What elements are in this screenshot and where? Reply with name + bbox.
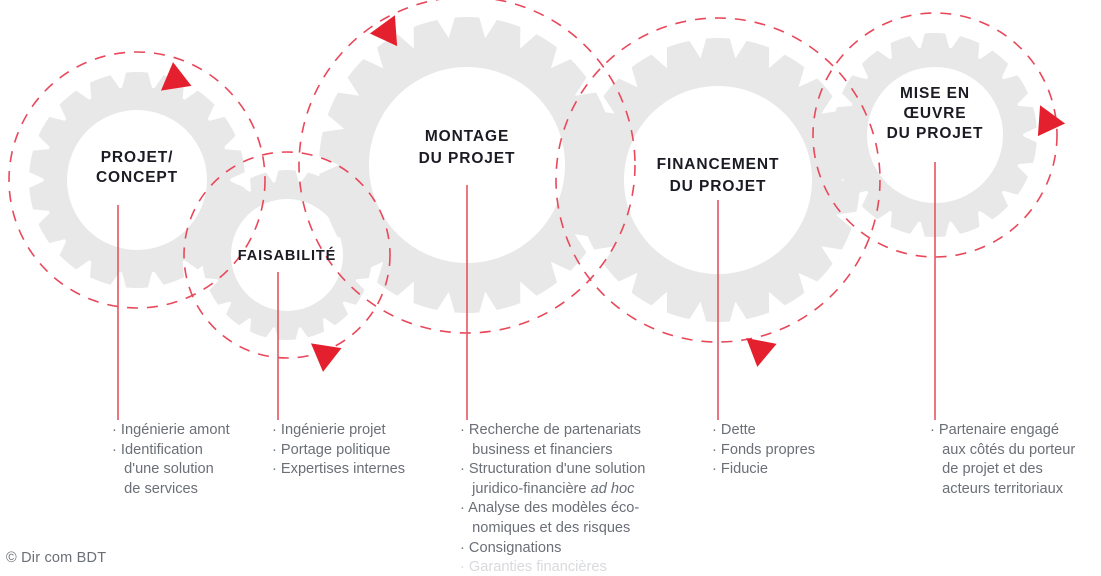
bullet-line: nomiques et des risques (460, 519, 631, 536)
bullet-line: business et financiers (460, 441, 613, 458)
gear-hub (231, 199, 343, 311)
bullet-line: · Ingénierie amont (112, 422, 230, 438)
bullet-list-projet-concept: · Ingénierie amont · Identification d'une… (112, 421, 262, 499)
gear-label-projet-concept: CONCEPT (96, 169, 178, 186)
gear-faisabilite (202, 170, 372, 340)
gear-label-montage-du-projet: DU PROJET (419, 150, 516, 167)
bullet-line: de projet et des (930, 461, 1043, 478)
gear-hub (369, 67, 565, 263)
bullet-line: · Recherche de partenariats (460, 422, 641, 438)
gear-hub (867, 67, 1003, 203)
bullet-line: · Structuration d'une solution (460, 461, 646, 478)
gear-label-mise-en-oeuvre-du-projet: DU PROJET (887, 125, 984, 142)
bullet-line: aux côtés du porteur (930, 441, 1076, 458)
gear-label-mise-en-oeuvre-du-projet: MISE EN (900, 85, 970, 102)
gear-label-mise-en-oeuvre-du-projet: ŒUVRE (903, 105, 966, 122)
dashed-flow-circle-mise-en-oeuvre-du-projet (812, 12, 1058, 258)
bullet-list-financement-du-projet: · Dette · Fonds propres · Fiducie (712, 421, 882, 480)
bullet-line: de services (112, 480, 198, 497)
bullet-line: · Ingénierie projet (272, 422, 386, 438)
bullet-line: · Identification (112, 441, 203, 458)
bullet-line: · Garanties financières (460, 559, 607, 576)
flow-arrowheads-layer (160, 15, 1066, 372)
bullet-list-faisabilite: · Ingénierie projet · Portage politique · … (272, 421, 432, 480)
bullet-line: · Fiducie (712, 461, 768, 478)
bullet-list-montage-du-projet: · Recherche de partenariats business et … (460, 421, 680, 576)
gear-hub (67, 110, 207, 250)
gear-mise-en-oeuvre-du-projet (833, 32, 1037, 238)
gear-label-montage-du-projet: MONTAGE (425, 128, 509, 145)
flow-arrowhead-montage-du-projet (369, 15, 398, 47)
bullet-line: · Partenaire engagé (930, 422, 1059, 438)
bullet-line: · Expertises internes (272, 461, 406, 478)
dashed-flow-circle-faisabilite (183, 151, 391, 359)
flow-arrowhead-projet-concept (160, 62, 192, 91)
bullet-line: · Consignations (460, 539, 562, 556)
bullet-line: · Portage politique (272, 441, 391, 458)
bullet-line: · Analyse des modèles éco- (460, 500, 640, 517)
flow-arrowhead-faisabilite (310, 343, 342, 372)
bullet-line: · Dette (712, 422, 756, 438)
flow-arrowhead-mise-en-oeuvre-du-projet (1037, 105, 1066, 137)
gear-financement-du-projet (576, 38, 860, 322)
gear-label-faisabilite: FAISABILITÉ (238, 247, 337, 264)
gear-hub (624, 86, 812, 274)
bullet-line: acteurs territoriaux (930, 480, 1064, 497)
bullet-line: · Fonds propres (712, 441, 816, 458)
bullet-line: juridico-financière ad hoc (460, 480, 635, 497)
flow-arrowhead-financement-du-projet (746, 338, 777, 367)
gear-labels-layer: PROJET/CONCEPT FAISABILITÉ MONTAGE DU PROJE… (96, 85, 983, 264)
dashed-flow-circle-projet-concept (8, 51, 266, 309)
gear-montage-du-projet (319, 17, 615, 313)
gear-label-financement-du-projet: FINANCEMENT (657, 156, 780, 173)
gears-layer (29, 17, 1037, 340)
bullet-list-mise-en-oeuvre-du-projet: · Partenaire engagé aux côtés du porteur… (930, 421, 1101, 499)
dashed-flow-circle-financement-du-projet (555, 17, 881, 343)
credit-line: © Dir com BDT (6, 550, 107, 566)
connector-lines-layer (117, 162, 936, 420)
gear-label-projet-concept: PROJET/ (101, 149, 174, 166)
gear-label-financement-du-projet: DU PROJET (670, 178, 767, 195)
gear-projet-concept (29, 71, 245, 289)
bullet-line: d'une solution (112, 461, 214, 478)
